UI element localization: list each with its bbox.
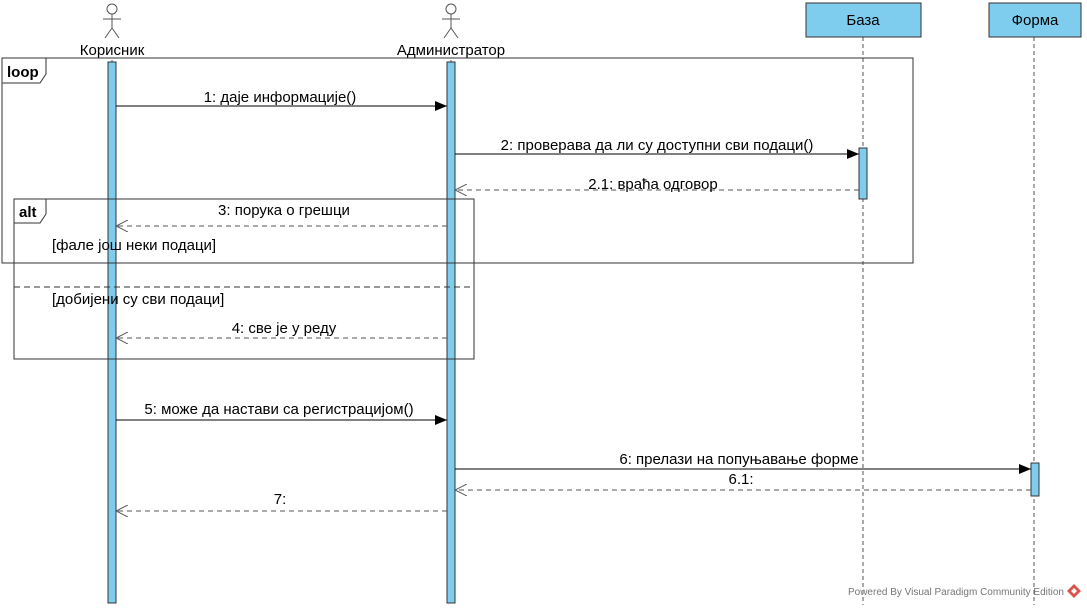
message-label: 7:	[274, 491, 287, 508]
message-label: 2.1: враћа одговор	[588, 176, 717, 193]
alt-guard-2: [добијени су сви подаци]	[52, 291, 224, 308]
message-5: 5: може да настави са регистрацијом()	[116, 401, 447, 425]
forma-activation	[1030, 462, 1040, 497]
alt-guard-1: [фале још неки подаци]	[52, 237, 216, 254]
participant-forma[interactable]: Форма	[988, 2, 1082, 38]
message-6-1: 6.1:	[455, 471, 1031, 490]
alt-fragment: alt [фале још неки подаци] [добијени су …	[13, 198, 475, 360]
actor-icon	[103, 3, 121, 39]
message-2-1: 2.1: враћа одговор	[455, 176, 859, 193]
participant-baza[interactable]: База	[805, 2, 922, 38]
loop-title-tab	[1, 57, 47, 84]
watermark-text: Powered By Visual Paradigm Community Edi…	[848, 587, 1064, 598]
alt-title-tab	[13, 198, 47, 224]
korisnik-activation	[107, 61, 117, 604]
loop-frame	[1, 57, 914, 264]
actor-korisnik[interactable]: Корисник	[80, 3, 145, 59]
message-label: 2: проверава да ли су доступни сви подац…	[501, 137, 814, 154]
message-label: 6: прелази на попуњавање форме	[619, 451, 858, 468]
participant-box	[988, 2, 1082, 38]
alt-frame	[13, 198, 475, 360]
message-6: 6: прелази на попуњавање форме	[455, 451, 1031, 474]
message-label: 6.1:	[728, 471, 753, 488]
message-label: 4: све је у реду	[232, 320, 337, 337]
alt-title: alt	[19, 204, 37, 221]
participant-baza-label: База	[846, 12, 880, 29]
message-7: 7:	[116, 491, 447, 511]
actor-administrator[interactable]: Администратор	[397, 3, 505, 59]
actor-administrator-label: Администратор	[397, 42, 505, 59]
message-1: 1: даје информације()	[116, 89, 447, 111]
message-label: 3: порука о грешци	[218, 202, 350, 219]
actor-korisnik-label: Корисник	[80, 42, 145, 59]
participant-box	[805, 2, 922, 38]
actor-icon	[442, 3, 460, 39]
message-2: 2: проверава да ли су доступни сви подац…	[455, 137, 859, 159]
loop-fragment: loop	[1, 57, 914, 264]
message-label: 5: може да настави са регистрацијом()	[144, 401, 413, 418]
admin-activation	[446, 61, 456, 604]
participant-forma-label: Форма	[1012, 12, 1059, 29]
message-label: 1: даје информације()	[204, 89, 357, 106]
message-4: 4: све је у реду	[116, 320, 447, 338]
baza-activation	[858, 147, 868, 200]
watermark: Powered By Visual Paradigm Community Edi…	[848, 584, 1081, 598]
loop-title: loop	[7, 64, 39, 81]
visual-paradigm-logo-icon	[1067, 584, 1081, 598]
message-3: 3: порука о грешци	[116, 202, 447, 226]
